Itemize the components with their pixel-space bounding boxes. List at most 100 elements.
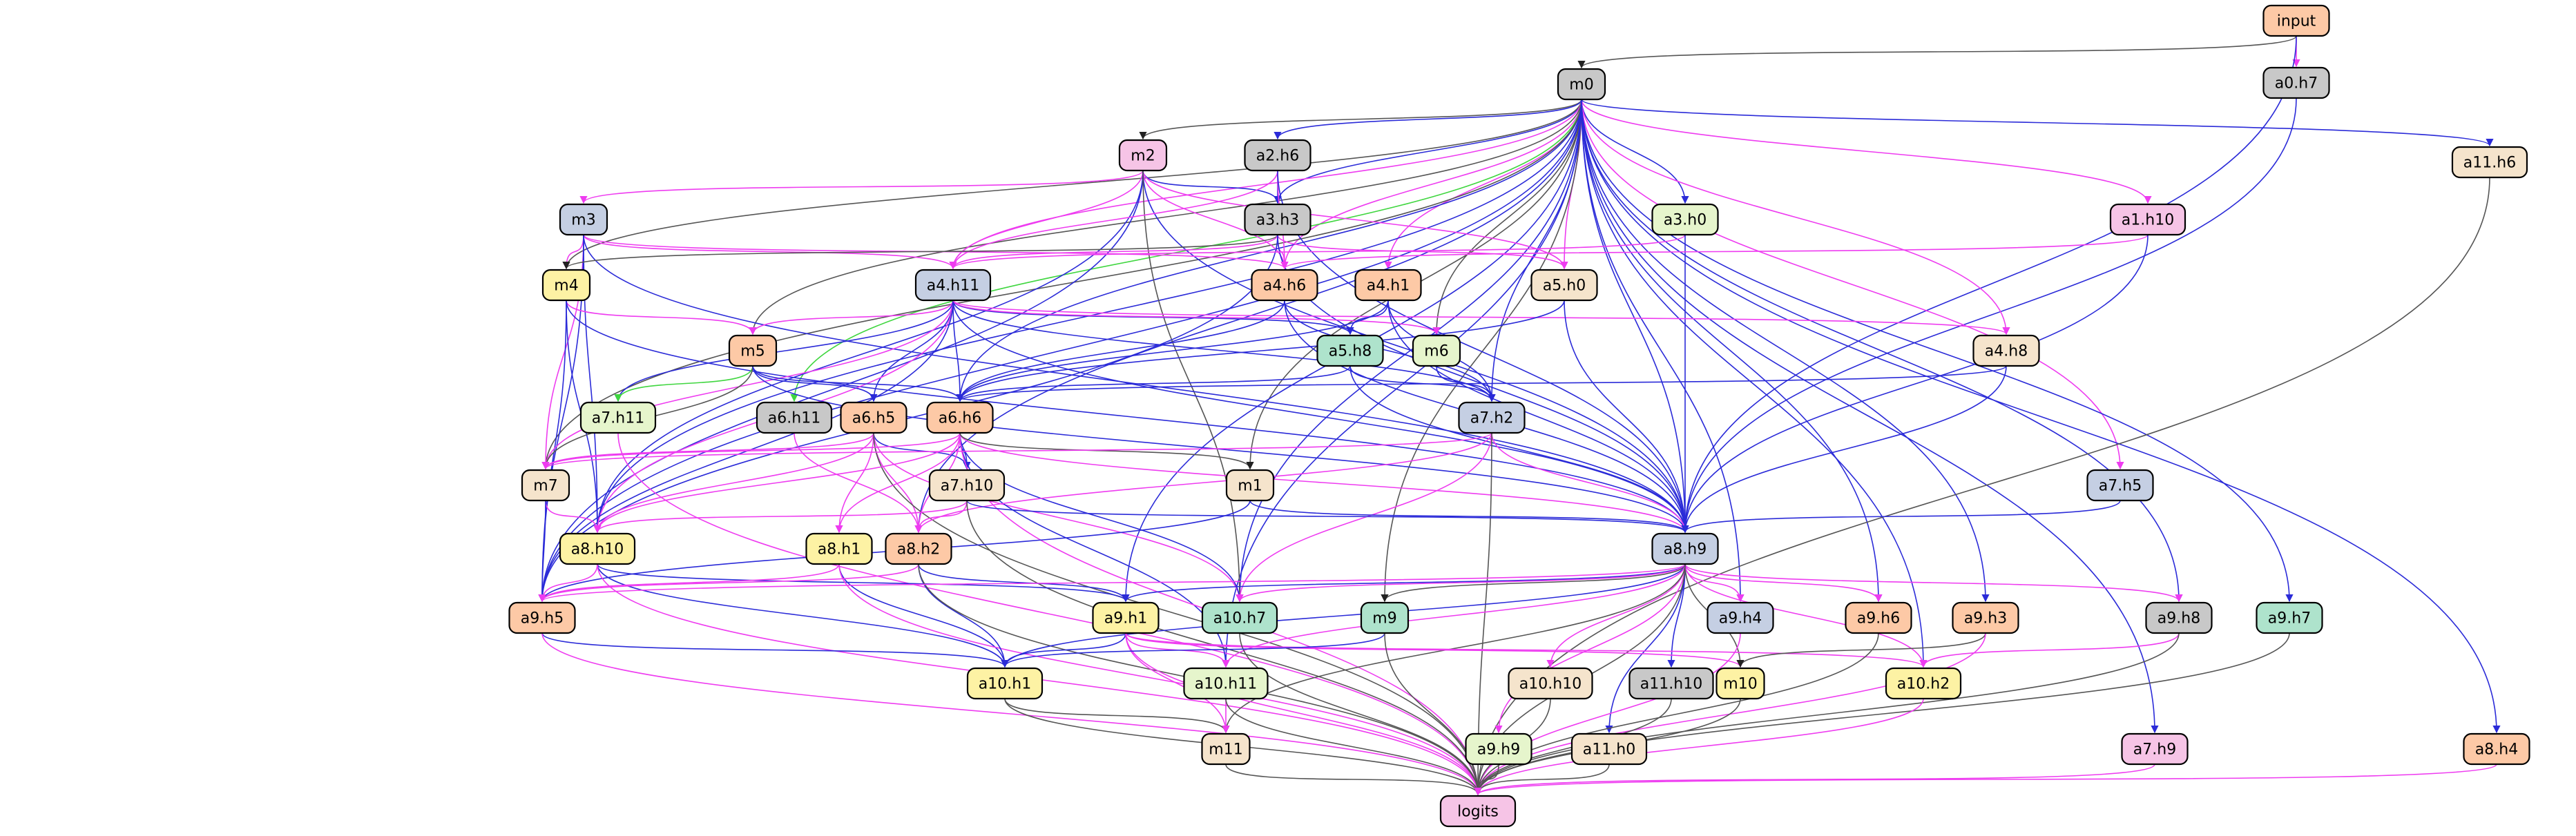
node-m0[interactable]: m0 (1557, 68, 1606, 101)
edge-m0-to-a11h6 (1581, 99, 2494, 147)
node-m7[interactable]: m7 (521, 469, 570, 502)
node-m3[interactable]: m3 (559, 203, 608, 236)
edge-path (1222, 99, 1582, 668)
node-a9h8[interactable]: a9.h8 (2145, 601, 2213, 634)
edge-a2h6-to-a4h11 (949, 170, 1278, 270)
node-a10h2[interactable]: a10.h2 (1885, 667, 1962, 700)
node-a11h10[interactable]: a11.h10 (1628, 667, 1714, 700)
edge-a3h3-to-a9h5 (538, 234, 1278, 603)
node-a10h7[interactable]: a10.h7 (1201, 601, 1278, 634)
node-a11h0[interactable]: a11.h0 (1570, 732, 1648, 766)
node-m2[interactable]: m2 (1118, 139, 1168, 172)
node-a10h1[interactable]: a10.h1 (966, 667, 1044, 700)
node-a9h6[interactable]: a9.h6 (1845, 601, 1912, 634)
node-m9[interactable]: m9 (1360, 601, 1410, 634)
edge-m0-to-m2 (1139, 99, 1582, 140)
node-a9h4[interactable]: a9.h4 (1707, 601, 1774, 634)
node-a7h10[interactable]: a7.h10 (928, 469, 1006, 502)
edge-a3h3-to-m4 (562, 234, 1278, 270)
edge-path (749, 300, 954, 336)
node-a8h9[interactable]: a8.h9 (1651, 532, 1719, 565)
edge-m2-to-a8h10 (593, 170, 1144, 534)
node-box (1092, 601, 1160, 634)
node-box (1458, 401, 1526, 434)
node-m6[interactable]: m6 (1412, 334, 1461, 367)
node-a1h10[interactable]: a1.h10 (2109, 203, 2186, 236)
node-label: a10.h1 (979, 676, 1031, 693)
node-a3h3[interactable]: a3.h3 (1244, 203, 1311, 236)
node-box (1972, 334, 2040, 367)
node-label: a11.h0 (1583, 741, 1635, 759)
node-a7h2[interactable]: a7.h2 (1458, 401, 1526, 434)
edge-m7-to-a8h10 (545, 500, 602, 534)
edge-a9h9-to-logits (1474, 764, 1499, 796)
node-a10h11[interactable]: a10.h11 (1183, 667, 1269, 700)
node-a9h1[interactable]: a9.h1 (1092, 601, 1160, 634)
node-box (1412, 334, 1461, 367)
node-a7h11[interactable]: a7.h11 (579, 401, 657, 434)
edge-path (949, 234, 1686, 270)
edge-path (1001, 563, 1686, 668)
node-label: a8.h2 (897, 541, 940, 558)
node-logits[interactable]: logits (1439, 795, 1517, 828)
node-a7h9[interactable]: a7.h9 (2121, 732, 2189, 766)
node-a4h8[interactable]: a4.h8 (1972, 334, 2040, 367)
node-a10h10[interactable]: a10.h10 (1508, 667, 1593, 700)
edge-a2h6-to-a8h9 (1277, 170, 1689, 534)
node-m10[interactable]: m10 (1715, 667, 1765, 700)
edge-m4-to-a9h5 (538, 300, 567, 603)
edge-path (1684, 563, 2183, 603)
node-m4[interactable]: m4 (541, 269, 591, 302)
edge-path (952, 300, 2010, 336)
node-a11h6[interactable]: a11.h6 (2451, 146, 2528, 179)
edge-a6h5-to-a8h10 (593, 432, 874, 534)
node-a6h6[interactable]: a6.h6 (926, 401, 994, 434)
edge-path (593, 170, 1144, 534)
node-a4h11[interactable]: a4.h11 (914, 269, 992, 302)
node-a2h6[interactable]: a2.h6 (1244, 139, 1311, 172)
edge-path (566, 300, 1689, 534)
node-label: m2 (1131, 148, 1155, 165)
edge-path (597, 563, 1009, 668)
node-m1[interactable]: m1 (1225, 469, 1275, 502)
node-label: a6.h6 (939, 410, 981, 427)
edge-m0-to-m5 (749, 99, 1582, 336)
node-a8h2[interactable]: a8.h2 (885, 532, 952, 565)
node-input[interactable]: input (2262, 4, 2330, 37)
edge-path (1384, 632, 1482, 796)
edge-m2-to-a3h3 (1142, 170, 1282, 204)
node-a9h5[interactable]: a9.h5 (508, 601, 576, 634)
node-a4h6[interactable]: a4.h6 (1251, 269, 1318, 302)
node-a9h3[interactable]: a9.h3 (1952, 601, 2019, 634)
node-a6h11[interactable]: a6.h11 (756, 401, 833, 434)
node-a8h10[interactable]: a8.h10 (559, 532, 636, 565)
node-a8h4[interactable]: a8.h4 (2463, 732, 2530, 766)
node-label: a9.h8 (2157, 610, 2200, 628)
node-label: a3.h0 (1664, 212, 1707, 229)
node-a6h5[interactable]: a6.h5 (840, 401, 907, 434)
edge-path (1381, 563, 1686, 603)
node-box (966, 667, 1044, 700)
node-a9h9[interactable]: a9.h9 (1465, 732, 1532, 766)
node-a4h1[interactable]: a4.h1 (1354, 269, 1422, 302)
node-a5h8[interactable]: a5.h8 (1316, 334, 1384, 367)
node-label: m9 (1372, 610, 1396, 628)
edge-a4h6-to-a6h6 (956, 300, 1285, 402)
node-label: a7.h9 (2133, 741, 2176, 759)
node-label: m11 (1209, 741, 1242, 759)
edge-path (1546, 563, 1686, 668)
edge-path (1474, 764, 1499, 796)
edge-path (1581, 99, 1689, 204)
edge-m2-to-m3 (579, 170, 1144, 204)
node-a0h7[interactable]: a0.h7 (2262, 66, 2330, 99)
node-a5h0[interactable]: a5.h0 (1530, 269, 1598, 302)
node-a9h7[interactable]: a9.h7 (2256, 601, 2323, 634)
node-m11[interactable]: m11 (1201, 732, 1251, 766)
node-box (840, 401, 907, 434)
edge-a10h2-to-logits (1474, 698, 1924, 796)
node-a3h0[interactable]: a3.h0 (1651, 203, 1719, 236)
node-m5[interactable]: m5 (728, 334, 778, 367)
node-a8h1[interactable]: a8.h1 (805, 532, 873, 565)
node-a7h5[interactable]: a7.h5 (2086, 469, 2154, 502)
node-box (1251, 269, 1318, 302)
